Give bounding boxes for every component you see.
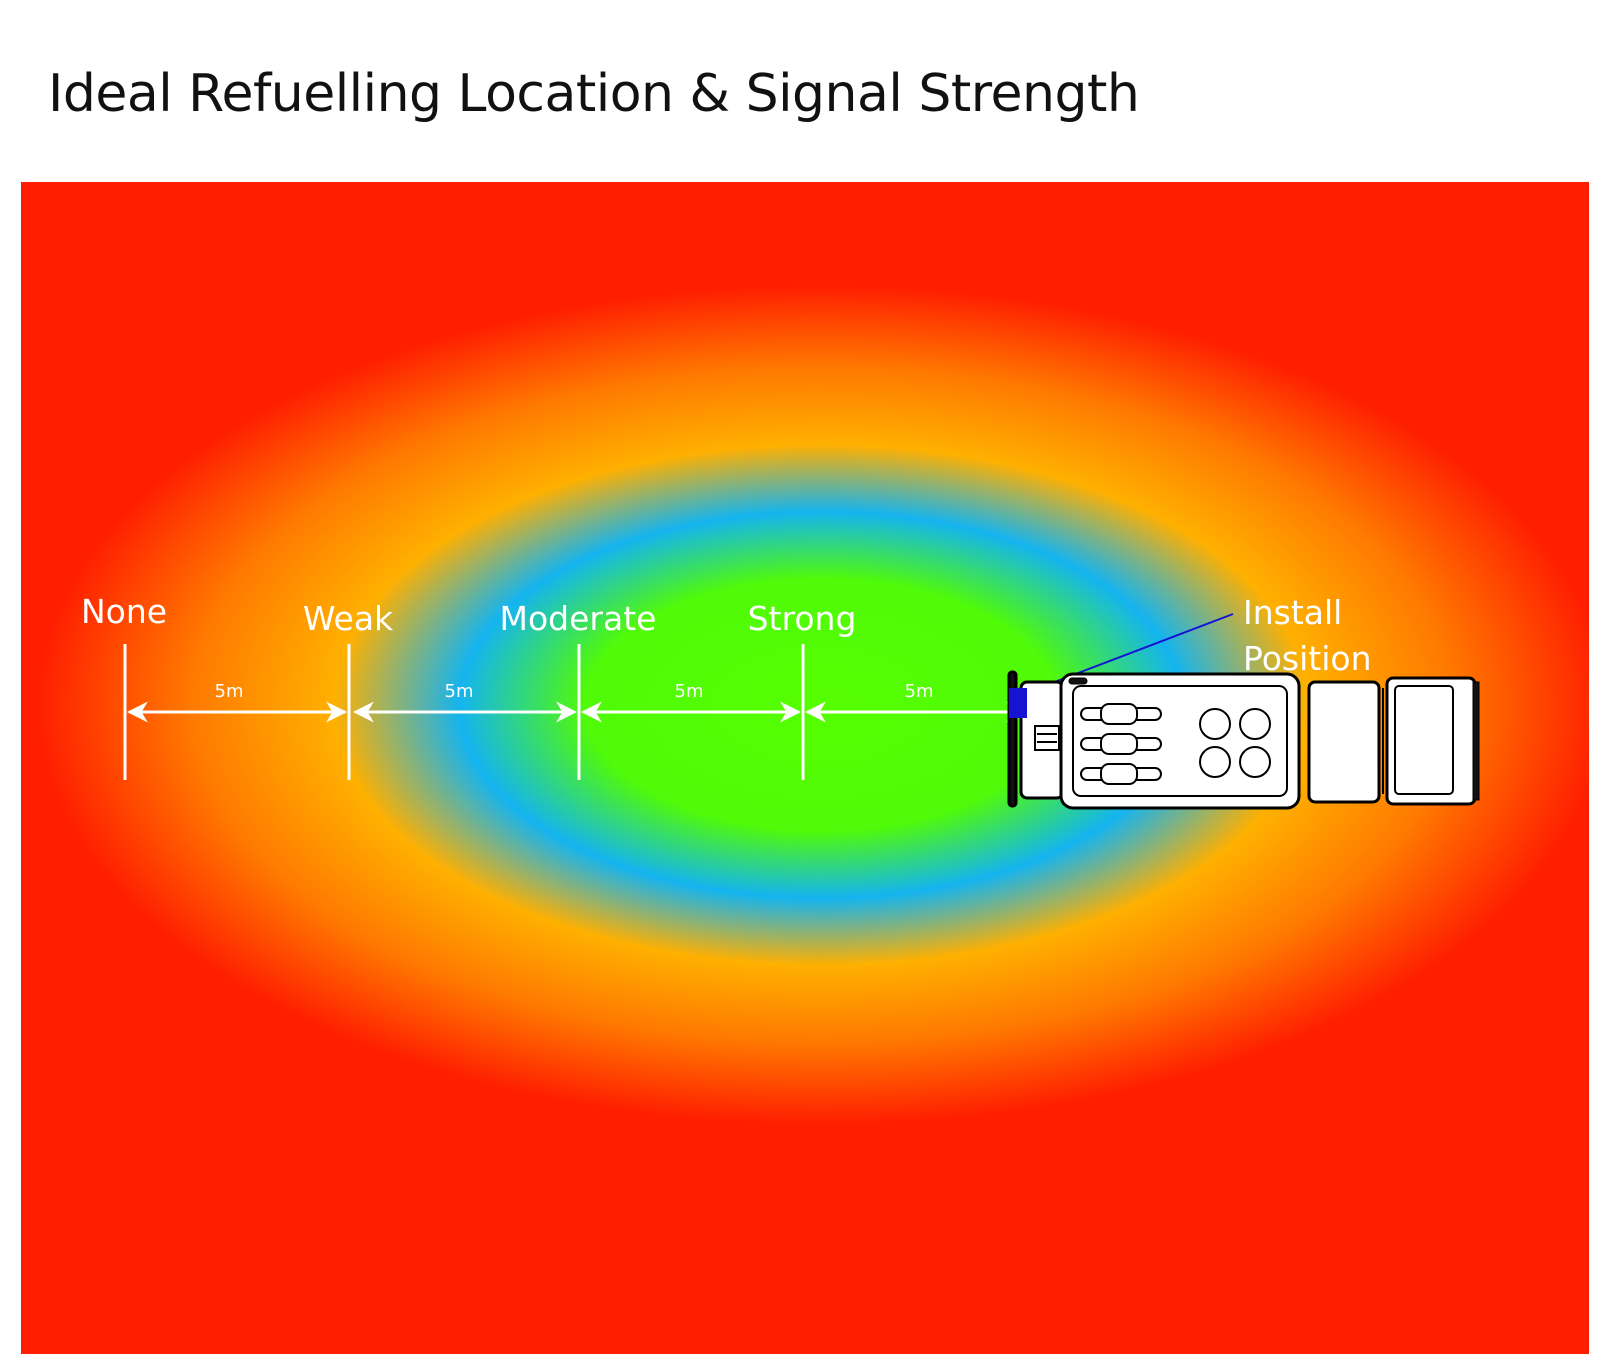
distance-label: 5m [445,681,474,702]
zone-label-weak: Weak [303,599,394,638]
truck-icon [1007,670,1480,810]
zone-label-moderate: Moderate [500,599,657,638]
zone-label-strong: Strong [748,599,857,638]
page-title: Ideal Refuelling Location & Signal Stren… [48,64,1140,124]
install-label-line1: Install [1243,593,1342,632]
zone-label-none: None [81,592,167,631]
distance-label: 5m [675,681,704,702]
distance-label: 5m [215,681,244,702]
install-label-line2: Position [1243,639,1372,678]
distance-label: 5m [905,681,934,702]
signal-strength-diagram: 5m 5m 5m 5m None Weak Moderate Strong In… [21,182,1589,1354]
install-position-marker [1009,688,1027,718]
